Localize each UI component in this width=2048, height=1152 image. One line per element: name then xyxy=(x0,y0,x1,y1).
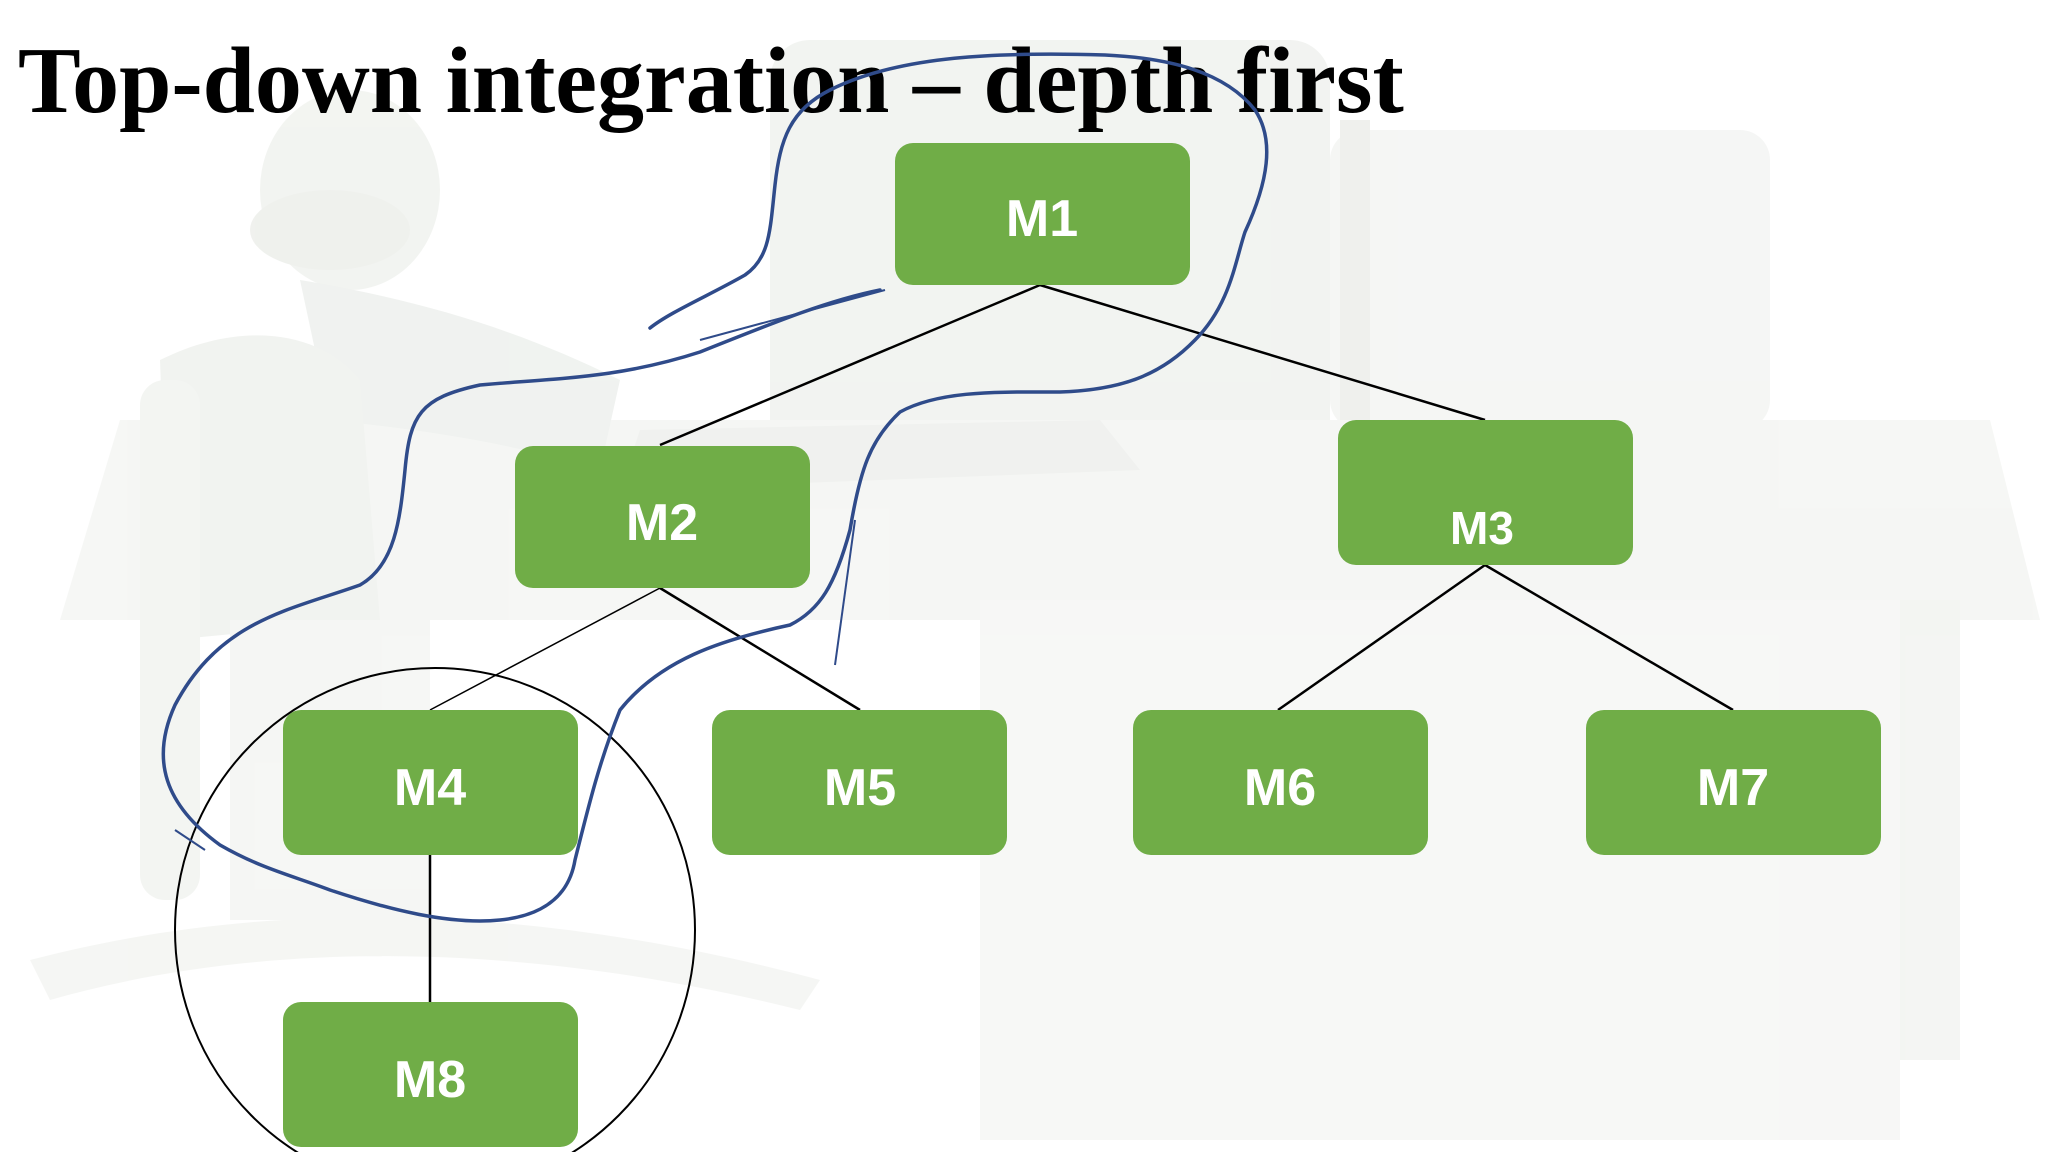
node-m2: M2 xyxy=(515,446,810,588)
edge-m2-m4 xyxy=(429,587,661,711)
node-label: M5 xyxy=(824,759,896,817)
edge-m3-m6 xyxy=(1277,563,1486,712)
node-label: M4 xyxy=(394,759,466,817)
node-label: M1 xyxy=(1006,190,1078,248)
node-m1: M1 xyxy=(895,143,1190,285)
freehand-stray-stroke xyxy=(834,519,856,666)
edge-m3-m7 xyxy=(1484,563,1734,712)
edge-m1-m2 xyxy=(659,283,1041,447)
slide-title: Top-down integration – depth first xyxy=(18,29,1404,133)
edges xyxy=(428,283,1734,1002)
node-label: M3 xyxy=(1450,502,1514,554)
node-label: M2 xyxy=(626,494,698,552)
circled-group-m4-m8 xyxy=(174,667,696,1152)
node-m3: M3 xyxy=(1338,420,1633,565)
node-label: M8 xyxy=(394,1051,466,1109)
node-label: M7 xyxy=(1697,759,1769,817)
node-m4: M4 xyxy=(283,710,578,855)
freehand-stray-stroke xyxy=(699,289,886,341)
node-m6: M6 xyxy=(1133,710,1428,855)
node-m7: M7 xyxy=(1586,710,1881,855)
node-label: M6 xyxy=(1244,759,1316,817)
freehand-stray-stroke xyxy=(174,829,206,851)
node-m5: M5 xyxy=(712,710,1007,855)
freehand-path-outline xyxy=(161,52,1269,923)
edge-m1-m3 xyxy=(1039,283,1486,422)
node-m8: M8 xyxy=(283,1002,578,1147)
edge-m2-m5 xyxy=(659,586,861,712)
